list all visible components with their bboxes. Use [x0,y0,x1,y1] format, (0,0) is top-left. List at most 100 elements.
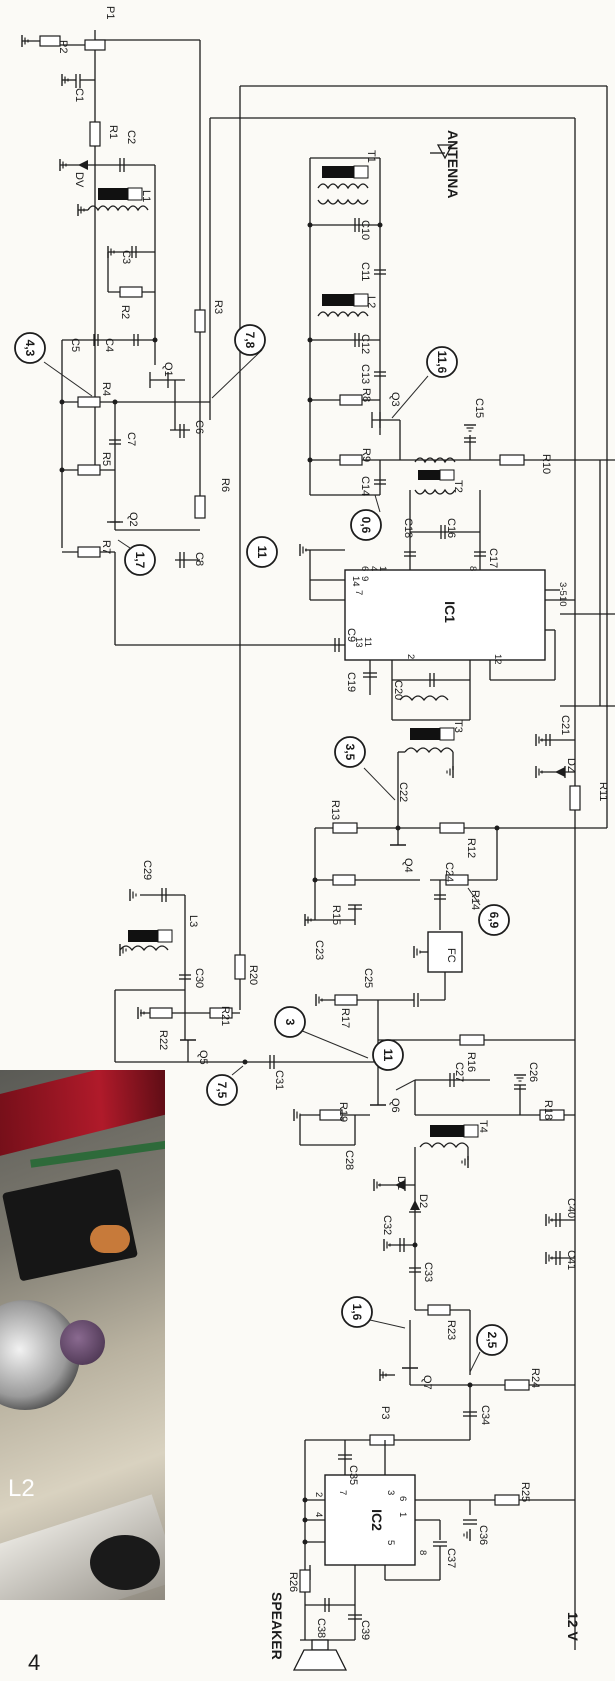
r25-resistor [494,1494,520,1506]
ic1-pin-label: 2 [405,654,416,659]
measurement-value: 11 [381,1049,395,1062]
c16-label: C16 [445,518,457,538]
t3-label: T3 [452,720,464,733]
r26-resistor [299,1569,311,1593]
measurement-value: 1,6 [350,1304,364,1321]
page-number: 4 [28,1650,40,1675]
photo-label: L2 [8,1475,35,1502]
ic1-pin-label: 13 [353,637,364,648]
r11-label: R11 [597,782,609,801]
measurement-value: 1,7 [133,552,147,569]
measurement-circle [206,1074,238,1106]
r2-label: R2 [119,305,131,319]
measurement-circle [426,346,458,378]
c35-label: C35 [347,1465,359,1485]
c37-label: C37 [445,1548,457,1568]
c15-label: C15 [473,398,485,418]
ic1-label: IC1 [442,601,458,623]
c7-label: C7 [125,432,137,446]
ic2-pin-label: 2 [313,1492,324,1497]
r25-label: R25 [519,1482,531,1502]
measurement-point: 7,8 [234,324,266,356]
c24-label: C24 [443,862,455,882]
dv-label: DV [73,172,85,188]
rf-input-stage [307,144,454,496]
ic1-pin-label: 9 [359,576,370,581]
r23-label: R23 [445,1320,457,1340]
r6-label: R6 [219,478,231,492]
ic2-pin-label: 4 [313,1512,324,1517]
r12-resistor [439,822,465,834]
r10-label: R10 [540,454,552,474]
c12-label: C12 [359,334,371,354]
r24-resistor [504,1379,530,1391]
ic1-pin-label: 14 [350,576,361,587]
r23-resistor [427,1304,451,1316]
c5-label: C5 [69,338,81,352]
measurement-point: 11,6 [426,346,458,378]
q6-label: Q6 [389,1098,401,1113]
q4-stage [304,822,520,930]
ic-name-labels: IC1 IC2 [369,601,458,1531]
r22-resistor [149,1007,173,1019]
measurement-value: 0,6 [359,517,373,534]
measurement-value: 7,5 [215,1082,229,1099]
r10-resistor [499,454,525,466]
r20-resistor [234,954,246,980]
c39-label: C39 [359,1620,371,1640]
measurement-point: 11 [372,1039,404,1071]
c26-label: C26 [527,1062,539,1082]
c36-label: C36 [477,1525,489,1545]
r16-label: R16 [465,1052,477,1072]
l3-label: L3 [187,915,199,927]
r8-resistor [339,394,363,406]
measurement-point: 3 [274,1006,306,1038]
ic1-pin-label: 6 [359,566,370,571]
ic1-pin-label: 4 [368,566,379,571]
r21-label: R21 [219,1006,231,1026]
measurement-point: 11 [246,536,278,568]
c20-label: C20 [392,680,404,700]
r7-label: R7 [100,540,112,554]
l2-label: L2 [365,296,377,308]
c13-label: C13 [359,364,371,384]
measurement-value: 3,5 [343,744,357,761]
measurement-circle [246,536,278,568]
measurement-circle [372,1039,404,1071]
measurement-circle [234,324,266,356]
ic2-block [299,1439,575,1641]
r4-label: R4 [100,382,112,396]
r18-resistor [539,1109,565,1121]
r21-resistor [209,1007,233,1019]
c8-label: C8 [193,552,205,566]
c30-label: C30 [193,968,205,988]
c9-label: C9 [345,628,357,642]
ic2-pin-label: 7 [337,1490,348,1495]
circuit-photo: L2 [0,1070,165,1600]
bus-wiring [95,39,615,1650]
ic2-pin-label: 1 [397,1512,408,1517]
p1-pot [84,39,106,51]
p1-label: P1 [104,6,116,19]
r9-resistor [339,454,363,466]
c14-label: C14 [359,476,371,496]
antenna-label: ANTENNA [445,130,461,198]
measurement-circle [350,509,382,541]
t1-label: T1 [365,150,377,163]
ic1-pin-label: 7 [353,590,364,595]
r5-resistor [77,464,101,476]
d1-label: D1 [395,1176,407,1190]
measurement-point: 1,7 [124,544,156,576]
r19-label: R19 [337,1102,349,1122]
measurement-value: 11,6 [435,351,449,374]
q2-label: Q2 [127,512,139,527]
ic1-body [344,569,546,661]
measurement-circle [124,544,156,576]
r3-resistor [194,309,206,333]
c27-label: C27 [453,1062,465,1082]
r1-resistor [89,121,101,147]
r17-resistor [334,994,358,1006]
r3-label: R3 [212,300,224,314]
